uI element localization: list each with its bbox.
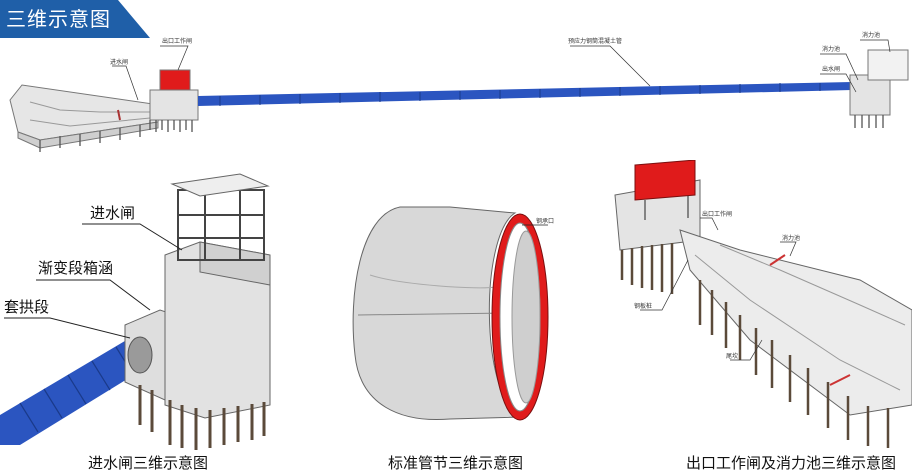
overview-inlet xyxy=(9,69,199,152)
inlet-gate-diagram: 进水闸 渐变段箱涵 套拱段 xyxy=(0,173,271,450)
overview-label-3: 消力池 xyxy=(822,45,840,53)
overview-label-2: 预应力钢筒混凝土管 xyxy=(568,37,622,45)
outlet-label-3: 尾坎 xyxy=(726,352,738,360)
inlet-label-gate: 进水闸 xyxy=(90,204,135,222)
overview-label-1: 出口工作闸 xyxy=(162,37,192,45)
outlet-label-1: 消力池 xyxy=(782,234,800,242)
overview-diagram: 进水闸 出口工作闸 预应力钢筒混凝土管 消力池 出水闸 消力池 xyxy=(9,31,909,152)
pipe-label-steel-ring: 钢承口 xyxy=(536,217,554,225)
outlet-gate-diagram: 出口工作闸 消力池 钢板桩 尾坎 xyxy=(614,160,912,448)
inlet-label-arch: 套拱段 xyxy=(4,298,49,316)
outlet-label-0: 出口工作闸 xyxy=(702,210,732,218)
pipe-section-diagram: 钢承口 xyxy=(352,206,554,421)
inlet-gate-caption: 进水闸三维示意图 xyxy=(88,454,209,472)
outlet-label-2: 钢板桩 xyxy=(634,302,652,310)
overview-label-0: 进水闸 xyxy=(110,58,128,66)
section-title: 三维示意图 xyxy=(6,7,111,31)
overview-outlet xyxy=(849,49,909,128)
pipe-section-caption: 标准管节三维示意图 xyxy=(388,454,524,472)
outlet-gate-caption: 出口工作闸及消力池三维示意图 xyxy=(686,454,897,472)
section-title-tab: 三维示意图 xyxy=(0,0,150,38)
overview-label-5: 消力池 xyxy=(862,31,880,39)
inlet-label-box-culvert: 渐变段箱涵 xyxy=(38,259,113,277)
overview-label-4: 出水闸 xyxy=(822,65,840,73)
